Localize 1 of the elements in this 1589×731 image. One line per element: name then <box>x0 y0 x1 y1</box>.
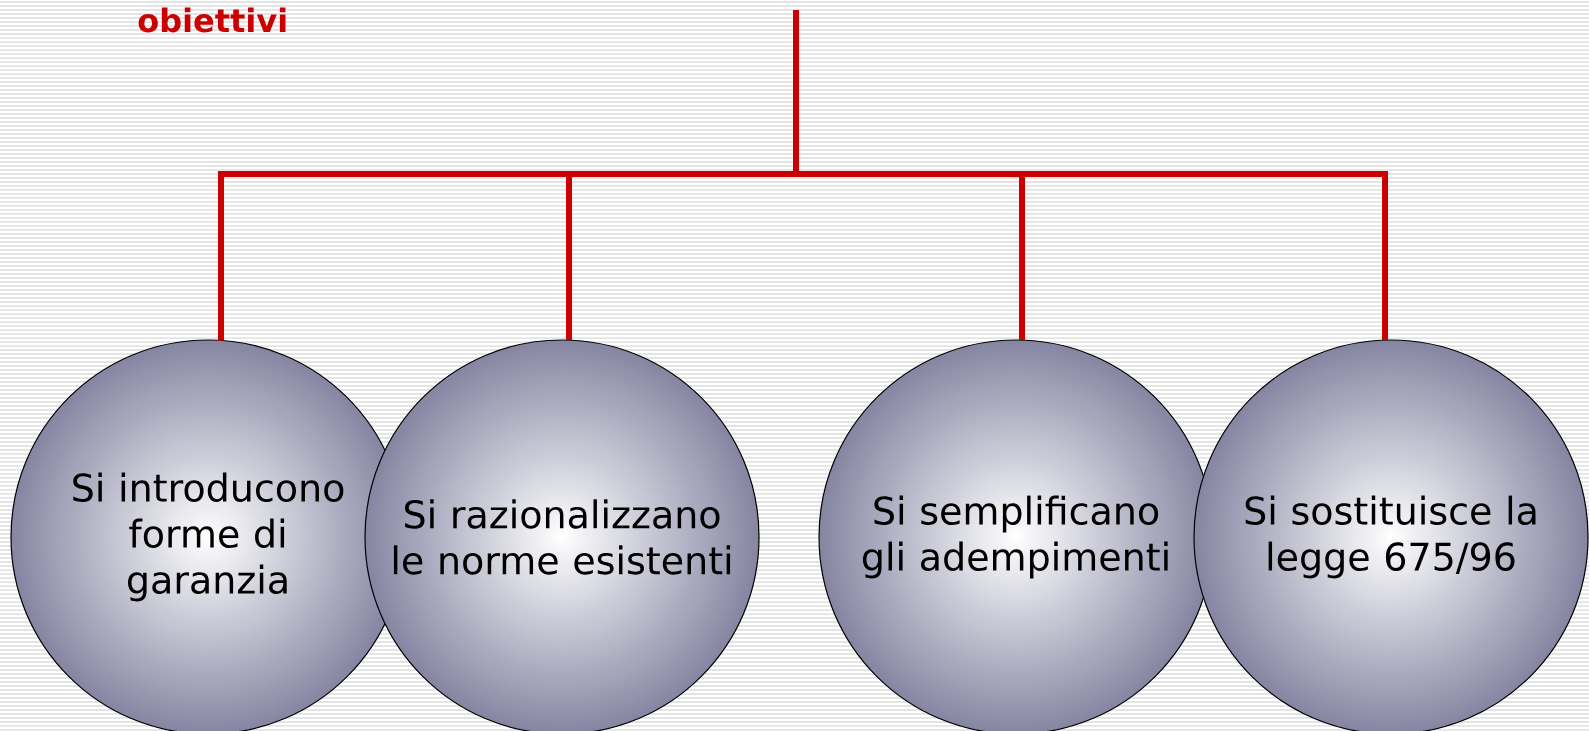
title: obiettivi <box>138 7 286 33</box>
